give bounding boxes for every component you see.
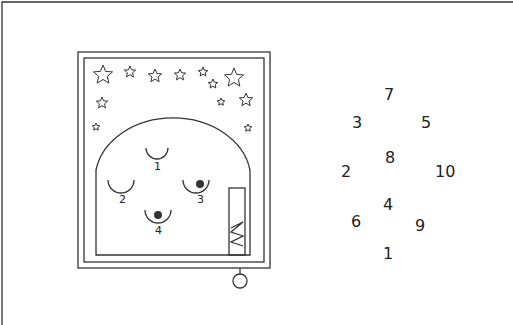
star bbox=[92, 123, 100, 130]
number: 6 bbox=[351, 214, 361, 230]
number: 3 bbox=[352, 115, 362, 131]
number: 2 bbox=[341, 164, 351, 180]
launch-lane bbox=[229, 188, 245, 255]
plunger-rod bbox=[239, 268, 240, 274]
number: 5 bbox=[421, 115, 431, 131]
star bbox=[225, 68, 244, 86]
cup-number: 2 bbox=[119, 194, 126, 205]
cup-number: 4 bbox=[155, 225, 162, 236]
cup bbox=[146, 148, 168, 159]
cup bbox=[108, 180, 134, 193]
star bbox=[94, 65, 113, 83]
number: 4 bbox=[383, 197, 393, 213]
number: 9 bbox=[415, 218, 425, 234]
cup bbox=[145, 210, 171, 223]
star bbox=[174, 69, 185, 80]
star bbox=[208, 79, 218, 88]
machine-inner-frame bbox=[84, 58, 264, 262]
star bbox=[96, 97, 107, 108]
cup-number: 1 bbox=[154, 161, 161, 172]
ball bbox=[196, 180, 204, 188]
star bbox=[148, 69, 161, 82]
star bbox=[198, 67, 208, 76]
plunger-knob bbox=[233, 274, 247, 288]
star bbox=[124, 66, 135, 77]
playfield-arch bbox=[96, 118, 250, 255]
star bbox=[217, 98, 225, 105]
ball bbox=[154, 211, 162, 219]
number: 1 bbox=[383, 246, 393, 262]
number: 10 bbox=[435, 164, 455, 180]
spring bbox=[231, 222, 243, 246]
cup-number: 3 bbox=[197, 194, 204, 205]
star bbox=[239, 93, 252, 106]
number: 8 bbox=[385, 150, 395, 166]
number: 7 bbox=[384, 87, 394, 103]
machine-outer-frame bbox=[78, 52, 270, 268]
cup bbox=[183, 180, 209, 193]
star bbox=[244, 124, 252, 131]
